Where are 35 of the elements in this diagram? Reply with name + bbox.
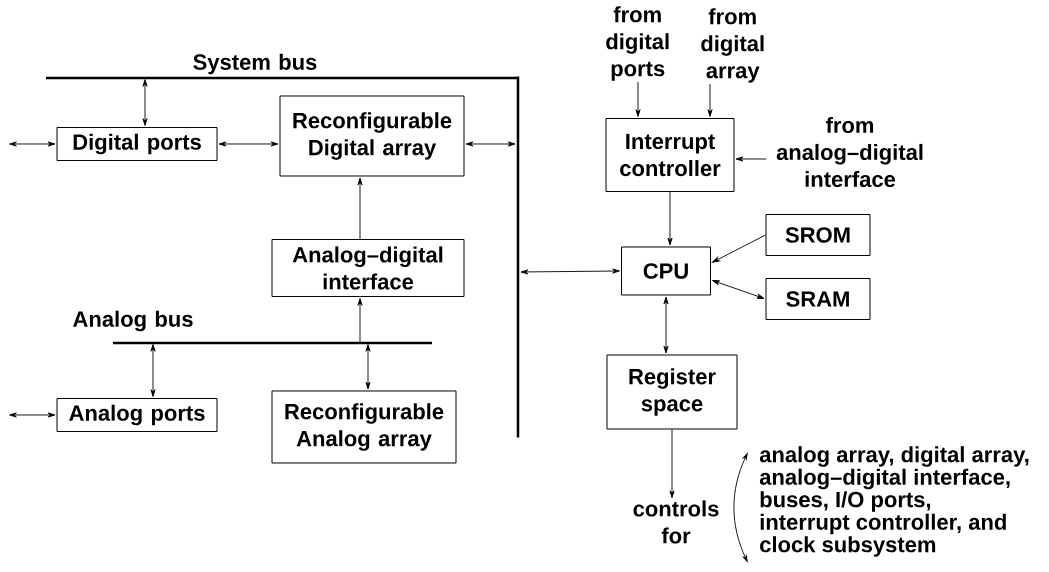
block-box: Analog–digital interface [271,239,465,297]
arrow [142,79,148,126]
arrow [663,296,669,354]
arrow [465,141,516,147]
arrow [711,234,766,263]
source-label: from digital ports [606,6,669,81]
block-box: Register space [606,354,738,430]
arrow [357,298,363,344]
arrow [707,83,713,117]
arrow [635,81,641,117]
arrow [9,141,56,147]
block-box: Analog ports [56,398,218,432]
block-box: SRAM [765,278,871,320]
source-label: from analog–digital interface [776,116,923,188]
target-label: controls for [633,500,719,544]
arrow [357,177,363,240]
arrow [9,412,56,418]
block-box: Digital ports [56,127,218,161]
arrow [365,344,371,390]
arrow [520,268,620,275]
arrow [218,141,279,147]
arrow [669,429,675,499]
arrow [712,280,765,299]
block-box: Reconfigurable Analog array [271,390,457,464]
block-box: Reconfigurable Digital array [279,95,465,177]
arrow [735,156,767,162]
analog-bus: Analog bus [73,310,432,345]
block-box: SROM [765,214,871,256]
block-box: Interrupt controller [605,118,735,192]
arrow [150,344,156,397]
arrow [667,191,673,246]
source-label: from digital array [701,8,764,83]
system-bus: System bus [46,53,517,80]
block-box: CPU [621,246,711,296]
note-text: analog array, digital array, analog–digital interface, buses, I/O ports, interrupt controller, and clock subsystem [759,446,1029,557]
